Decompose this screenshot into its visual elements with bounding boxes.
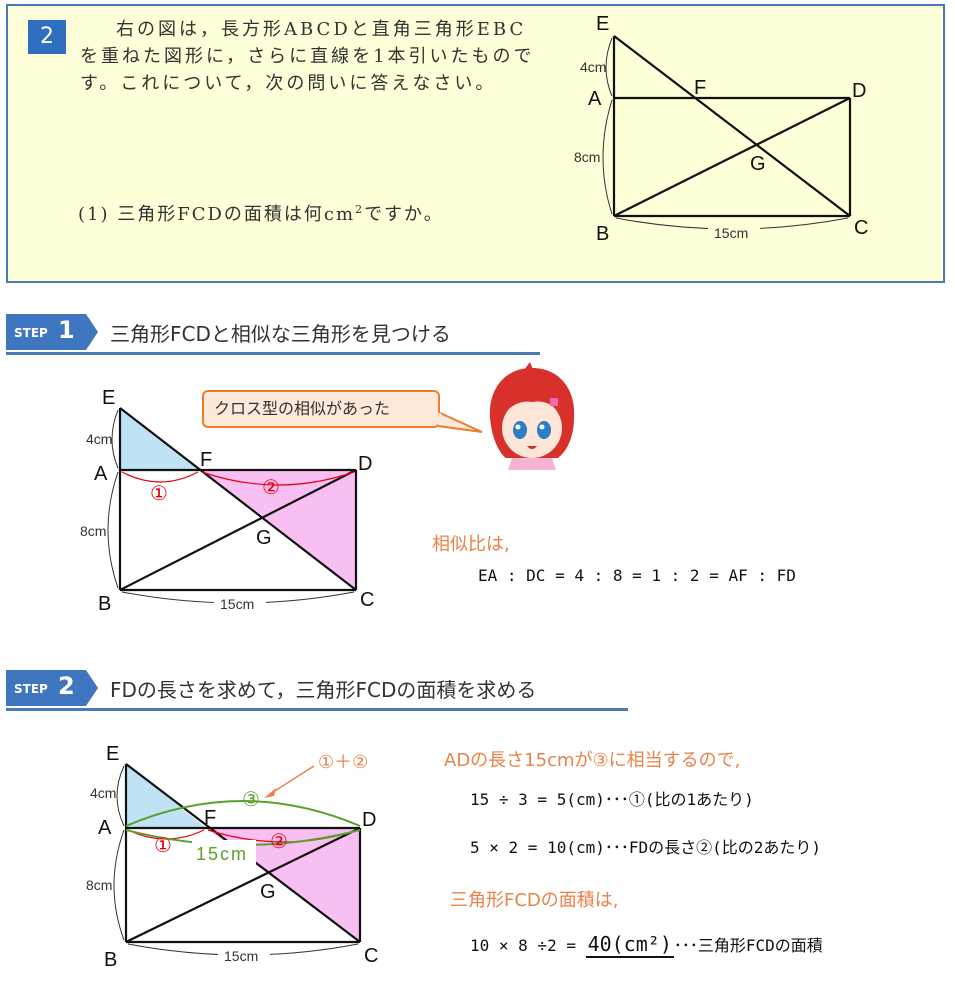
label-a: A xyxy=(588,88,602,110)
label-f: F xyxy=(694,77,706,99)
question-sup: 2 xyxy=(355,203,365,216)
s2-label-g: G xyxy=(260,881,276,903)
s2-mark-2: ② xyxy=(270,831,288,853)
label-bc: 15cm xyxy=(714,225,748,241)
label-ea: 4cm xyxy=(580,59,606,75)
step2-eq3: 10 × 8 ÷2 = 40(cm²)･･･三角形FCDの面積 xyxy=(470,932,823,958)
label-c: C xyxy=(854,217,868,239)
ratio-label: 相似比は, xyxy=(432,534,510,555)
s2-label-b: B xyxy=(104,949,117,971)
s1-label-ab: 8cm xyxy=(80,523,106,539)
s1-label-g: G xyxy=(256,527,272,549)
line-ec xyxy=(613,35,851,217)
s2-label-ea: 4cm xyxy=(90,785,116,801)
label-ab: 8cm xyxy=(574,149,600,165)
step2-badge-label: STEP xyxy=(14,682,48,696)
s1-mark-1: ① xyxy=(150,483,168,505)
problem-text: 右の図は，長方形ABCDと直角三角形EBCを重ねた図形に，さらに直線を1本引いた… xyxy=(80,19,535,94)
question-suffix: ですか。 xyxy=(364,204,444,225)
step2-eq2: 5 × 2 = 10(cm)･･･FDの長さ②(比の2あたり) xyxy=(470,838,822,857)
s2-label-e: E xyxy=(106,743,119,765)
s1-label-f: F xyxy=(200,449,212,471)
s1-label-a: A xyxy=(94,463,108,485)
step1-badge-num: 1 xyxy=(58,316,75,344)
s2-label-f: F xyxy=(204,807,216,829)
s1-label-bc: 15cm xyxy=(220,596,254,612)
s2-label-ad: 15cm xyxy=(196,844,248,864)
question-1: (1) 三角形FCDの面積は何cm2ですか。 xyxy=(78,200,444,226)
problem-number: 2 xyxy=(28,20,66,54)
step2-title: FDの長さを求めて，三角形FCDの面積を求める xyxy=(110,678,537,702)
speech-bubble: クロス型の相似があった xyxy=(202,390,440,428)
s2-label-d: D xyxy=(362,809,376,831)
s1-label-d: D xyxy=(358,453,372,475)
eq3-answer: 40(cm²) xyxy=(585,932,674,958)
ratio-equation: EA : DC = 4 : 8 = 1 : 2 = AF : FD xyxy=(478,566,796,585)
step2-figure: E A F D G B C 4cm 8cm 15cm ① ② ③ 15cm ①＋… xyxy=(86,743,378,971)
label-d: D xyxy=(852,80,866,102)
step1-badge-label: STEP xyxy=(14,326,48,340)
step2-eq1: 15 ÷ 3 = 5(cm)･･･①(比の1あたり) xyxy=(470,790,754,809)
area-label: 三角形FCDの面積は, xyxy=(450,890,619,911)
label-g: G xyxy=(750,153,766,175)
step2-underline xyxy=(6,708,628,711)
step2-badge-num: 2 xyxy=(58,672,75,700)
step2-header: STEP 2 FDの長さを求めて，三角形FCDの面積を求める xyxy=(6,670,636,711)
mascot-avatar xyxy=(489,362,575,470)
eq3-prefix: 10 × 8 ÷2 = xyxy=(470,936,586,955)
problem-box: 2 右の図は，長方形ABCDと直角三角形EBCを重ねた図形に，さらに直線を1本引… xyxy=(6,4,945,283)
s2-label-bc: 15cm xyxy=(224,948,258,964)
eq3-suffix: ･･･三角形FCDの面積 xyxy=(673,936,823,955)
line-bd xyxy=(613,97,851,217)
s2-mark-1: ① xyxy=(154,835,172,857)
step2-badge: STEP 2 xyxy=(6,670,98,706)
step2-line1: ADの長さ15cmが③に相当するので, xyxy=(444,750,741,771)
s2-label-c: C xyxy=(364,945,378,967)
step1-header: STEP 1 三角形FCDと相似な三角形を見つける xyxy=(6,314,546,355)
s1-label-ea: 4cm xyxy=(86,431,112,447)
step1-title: 三角形FCDと相似な三角形を見つける xyxy=(110,322,451,346)
s1-label-e: E xyxy=(102,387,115,409)
problem-figure: E A F D G B C 4cm 8cm 15cm xyxy=(574,13,868,245)
step1-underline xyxy=(6,352,540,355)
label-e: E xyxy=(596,13,609,35)
step1-badge: STEP 1 xyxy=(6,314,98,350)
s1-mark-2: ② xyxy=(262,477,280,499)
question-prefix: (1) 三角形FCDの面積は何cm xyxy=(78,204,356,225)
bubble-tail xyxy=(438,411,483,433)
step1-figure: E A F D G B C 4cm 8cm 15cm ① ② xyxy=(80,387,374,615)
s2-label-ab: 8cm xyxy=(86,877,112,893)
s1-label-c: C xyxy=(360,589,374,611)
s2-label-a: A xyxy=(98,817,112,839)
label-b: B xyxy=(596,223,609,245)
s2-callout: ①＋② xyxy=(318,752,368,772)
s1-label-b: B xyxy=(98,593,111,615)
s2-mark-3: ③ xyxy=(242,789,260,811)
